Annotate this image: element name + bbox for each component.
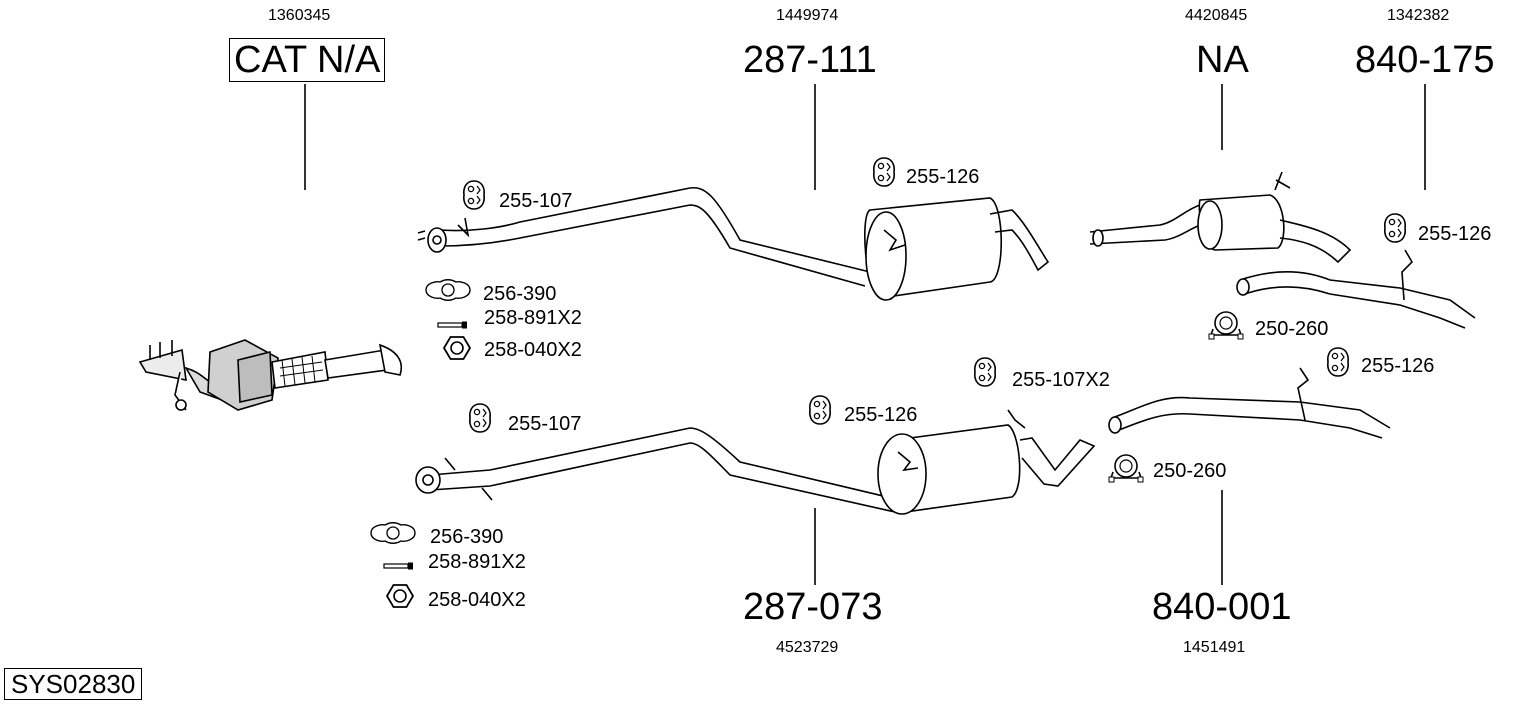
fitting-label: 255-107X2: [1012, 369, 1110, 391]
rubber-hanger-icon: [974, 357, 996, 387]
tailpipe-840-001-drawing: [1108, 367, 1391, 439]
leader-lines: [304, 84, 1426, 585]
hex-nut-icon: [443, 336, 471, 360]
flange-gasket-icon: [425, 279, 471, 301]
fitting-label: 258-040X2: [484, 339, 582, 361]
oem-number: 1451491: [1183, 639, 1246, 656]
part-number: 840-175: [1355, 39, 1495, 81]
rubber-hanger-icon: [469, 403, 491, 433]
fitting-label: 255-107: [508, 413, 582, 435]
rear-silencer-na-drawing: [1089, 171, 1352, 264]
part-number: 287-111: [743, 39, 877, 81]
oem-number: 1449974: [776, 7, 839, 24]
oem-number: 1360345: [268, 7, 331, 24]
bolt-icon: [383, 561, 414, 571]
fitting-label: 250-260: [1255, 318, 1329, 340]
oem-number: 4523729: [776, 639, 839, 656]
fitting-label: 250-260: [1153, 460, 1227, 482]
oem-number: 4420845: [1185, 7, 1248, 24]
rubber-hanger-icon: [809, 395, 831, 425]
rubber-hanger-icon: [1384, 213, 1406, 243]
catalytic-converter-drawing: [138, 339, 402, 411]
tailpipe-840-175-drawing: [1236, 249, 1476, 329]
oem-number: 1342382: [1387, 7, 1450, 24]
fitting-label: 258-891X2: [484, 307, 582, 329]
fitting-label: 255-126: [844, 404, 918, 426]
front-pipe-287-111-drawing: [417, 186, 1050, 301]
part-number: CAT N/A: [229, 38, 386, 82]
fitting-label: 258-040X2: [428, 589, 526, 611]
fitting-label: 255-126: [906, 166, 980, 188]
fitting-label: 255-126: [1418, 223, 1492, 245]
fitting-label: 255-126: [1361, 355, 1435, 377]
fitting-label: 255-107: [499, 190, 573, 212]
fitting-label: 258-891X2: [428, 551, 526, 573]
fitting-label: 256-390: [483, 283, 557, 305]
bolt-icon: [437, 320, 468, 330]
flange-gasket-icon: [370, 522, 416, 544]
rubber-hanger-icon: [463, 180, 485, 210]
hex-nut-icon: [386, 584, 414, 608]
pipe-clamp-icon: [1108, 454, 1144, 483]
part-number: 840-001: [1152, 586, 1292, 628]
rubber-hanger-icon: [873, 157, 895, 187]
system-id: SYS02830: [4, 668, 143, 700]
part-number: NA: [1196, 39, 1249, 81]
fitting-label: 256-390: [430, 526, 504, 548]
rubber-hanger-icon: [1327, 347, 1349, 377]
pipe-clamp-icon: [1208, 311, 1244, 340]
part-number: 287-073: [743, 586, 883, 628]
front-pipe-287-073-drawing: [415, 409, 1096, 515]
